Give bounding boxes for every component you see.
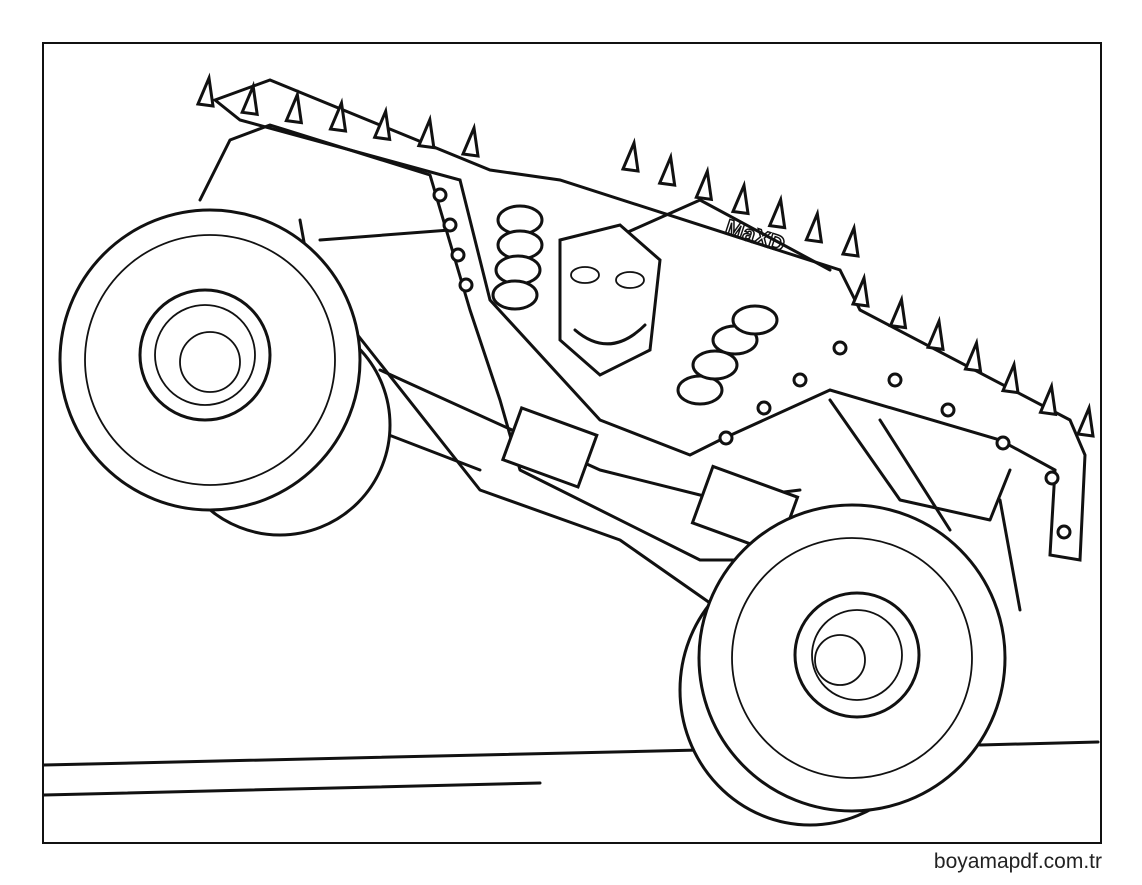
spike bbox=[328, 97, 348, 133]
spike bbox=[1075, 402, 1095, 438]
spike bbox=[840, 222, 860, 258]
spike bbox=[804, 208, 824, 244]
spike bbox=[416, 114, 436, 150]
spike bbox=[372, 105, 392, 142]
spikes bbox=[195, 72, 1095, 438]
spike bbox=[284, 89, 304, 125]
spike bbox=[850, 272, 870, 308]
spike bbox=[1000, 359, 1020, 395]
spike bbox=[963, 337, 983, 373]
spike bbox=[730, 179, 750, 216]
spike bbox=[888, 294, 908, 330]
spike bbox=[767, 194, 787, 230]
ground-lines bbox=[42, 740, 1100, 797]
spike bbox=[620, 137, 640, 173]
truck-body bbox=[198, 78, 1087, 612]
mask-face bbox=[558, 223, 662, 377]
spike bbox=[460, 122, 480, 158]
spike bbox=[925, 315, 945, 352]
site-credit: boyamapdf.com.tr bbox=[933, 850, 1102, 873]
front-wheel bbox=[678, 503, 1007, 827]
spike bbox=[195, 72, 215, 108]
spike bbox=[240, 80, 259, 117]
spike bbox=[694, 165, 714, 202]
rear-wheel bbox=[58, 208, 392, 537]
spike bbox=[1038, 380, 1058, 417]
spike bbox=[657, 151, 677, 187]
drawing-frame bbox=[42, 42, 1102, 844]
